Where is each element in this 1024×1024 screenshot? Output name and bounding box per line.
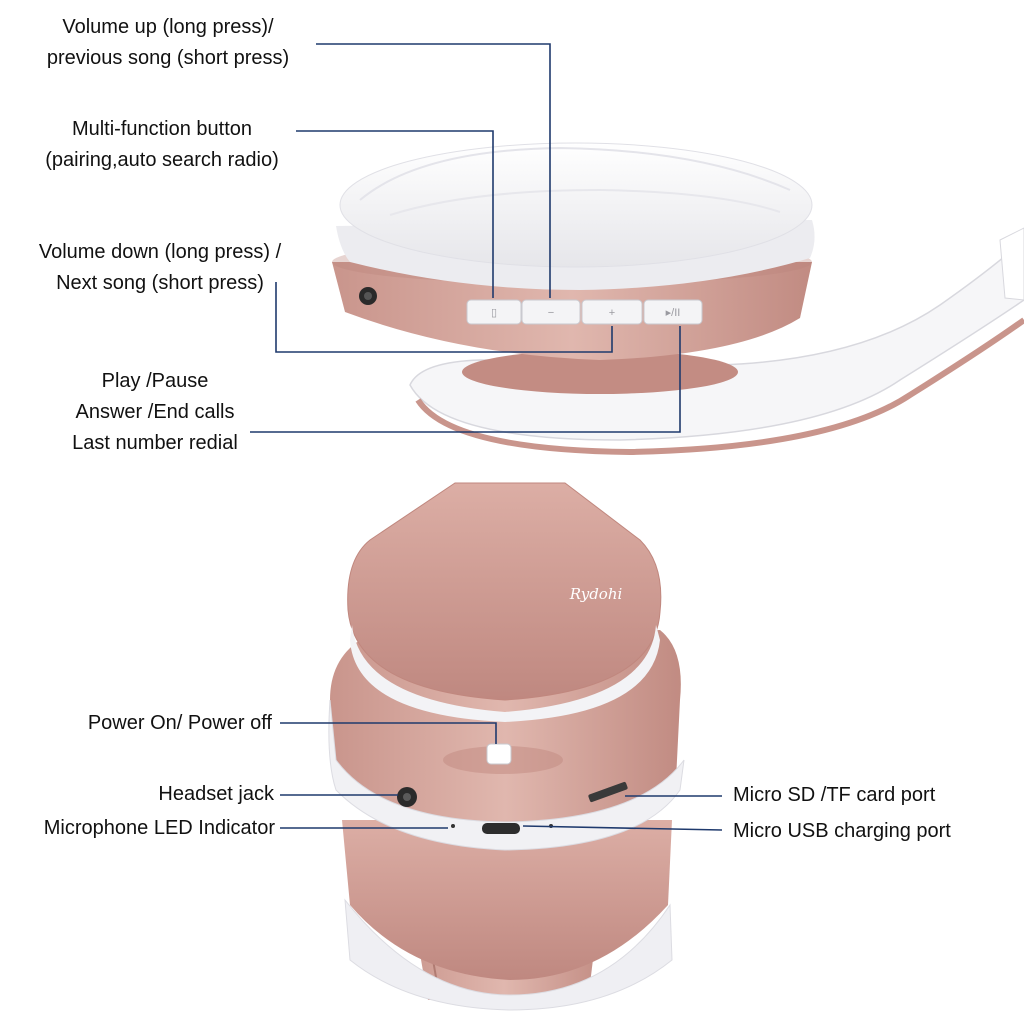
top-earcup	[332, 142, 815, 394]
button-icons: ▯ − + ▸/II	[491, 307, 680, 319]
line-usb	[522, 825, 723, 831]
plus-button-icon: +	[609, 307, 615, 319]
bottom-lower-cup	[342, 820, 673, 1011]
callout-power: Power On/ Power off	[87, 712, 272, 734]
line-vol-up	[316, 43, 551, 298]
callout-volume-down: Volume down (long press) / Next song (sh…	[38, 241, 282, 294]
line-play	[250, 326, 681, 433]
callout-micro-usb: Micro USB charging port	[733, 820, 951, 842]
leader-lines	[250, 43, 723, 831]
play-pause-button-icon: ▸/II	[666, 307, 681, 319]
callout-volume-up: Volume up (long press)/ previous song (s…	[46, 16, 290, 69]
callout-play-pause: Play /Pause Answer /End calls Last numbe…	[72, 370, 238, 454]
line-multi	[296, 130, 494, 298]
line-vol-down	[275, 282, 613, 353]
callout-mic-led: Microphone LED Indicator	[43, 817, 275, 839]
multi-button-icon: ▯	[491, 307, 497, 319]
callout-headset-jack: Headset jack	[158, 783, 274, 805]
callout-multi-function: Multi-function button (pairing,auto sear…	[45, 118, 279, 171]
callout-micro-sd: Micro SD /TF card port	[733, 784, 936, 806]
line-power	[280, 722, 497, 744]
top-buttons	[466, 299, 703, 325]
bottom-upper-cup	[328, 482, 685, 851]
brand-logo: Rydohi	[569, 585, 623, 603]
minus-button-icon: −	[548, 307, 554, 319]
